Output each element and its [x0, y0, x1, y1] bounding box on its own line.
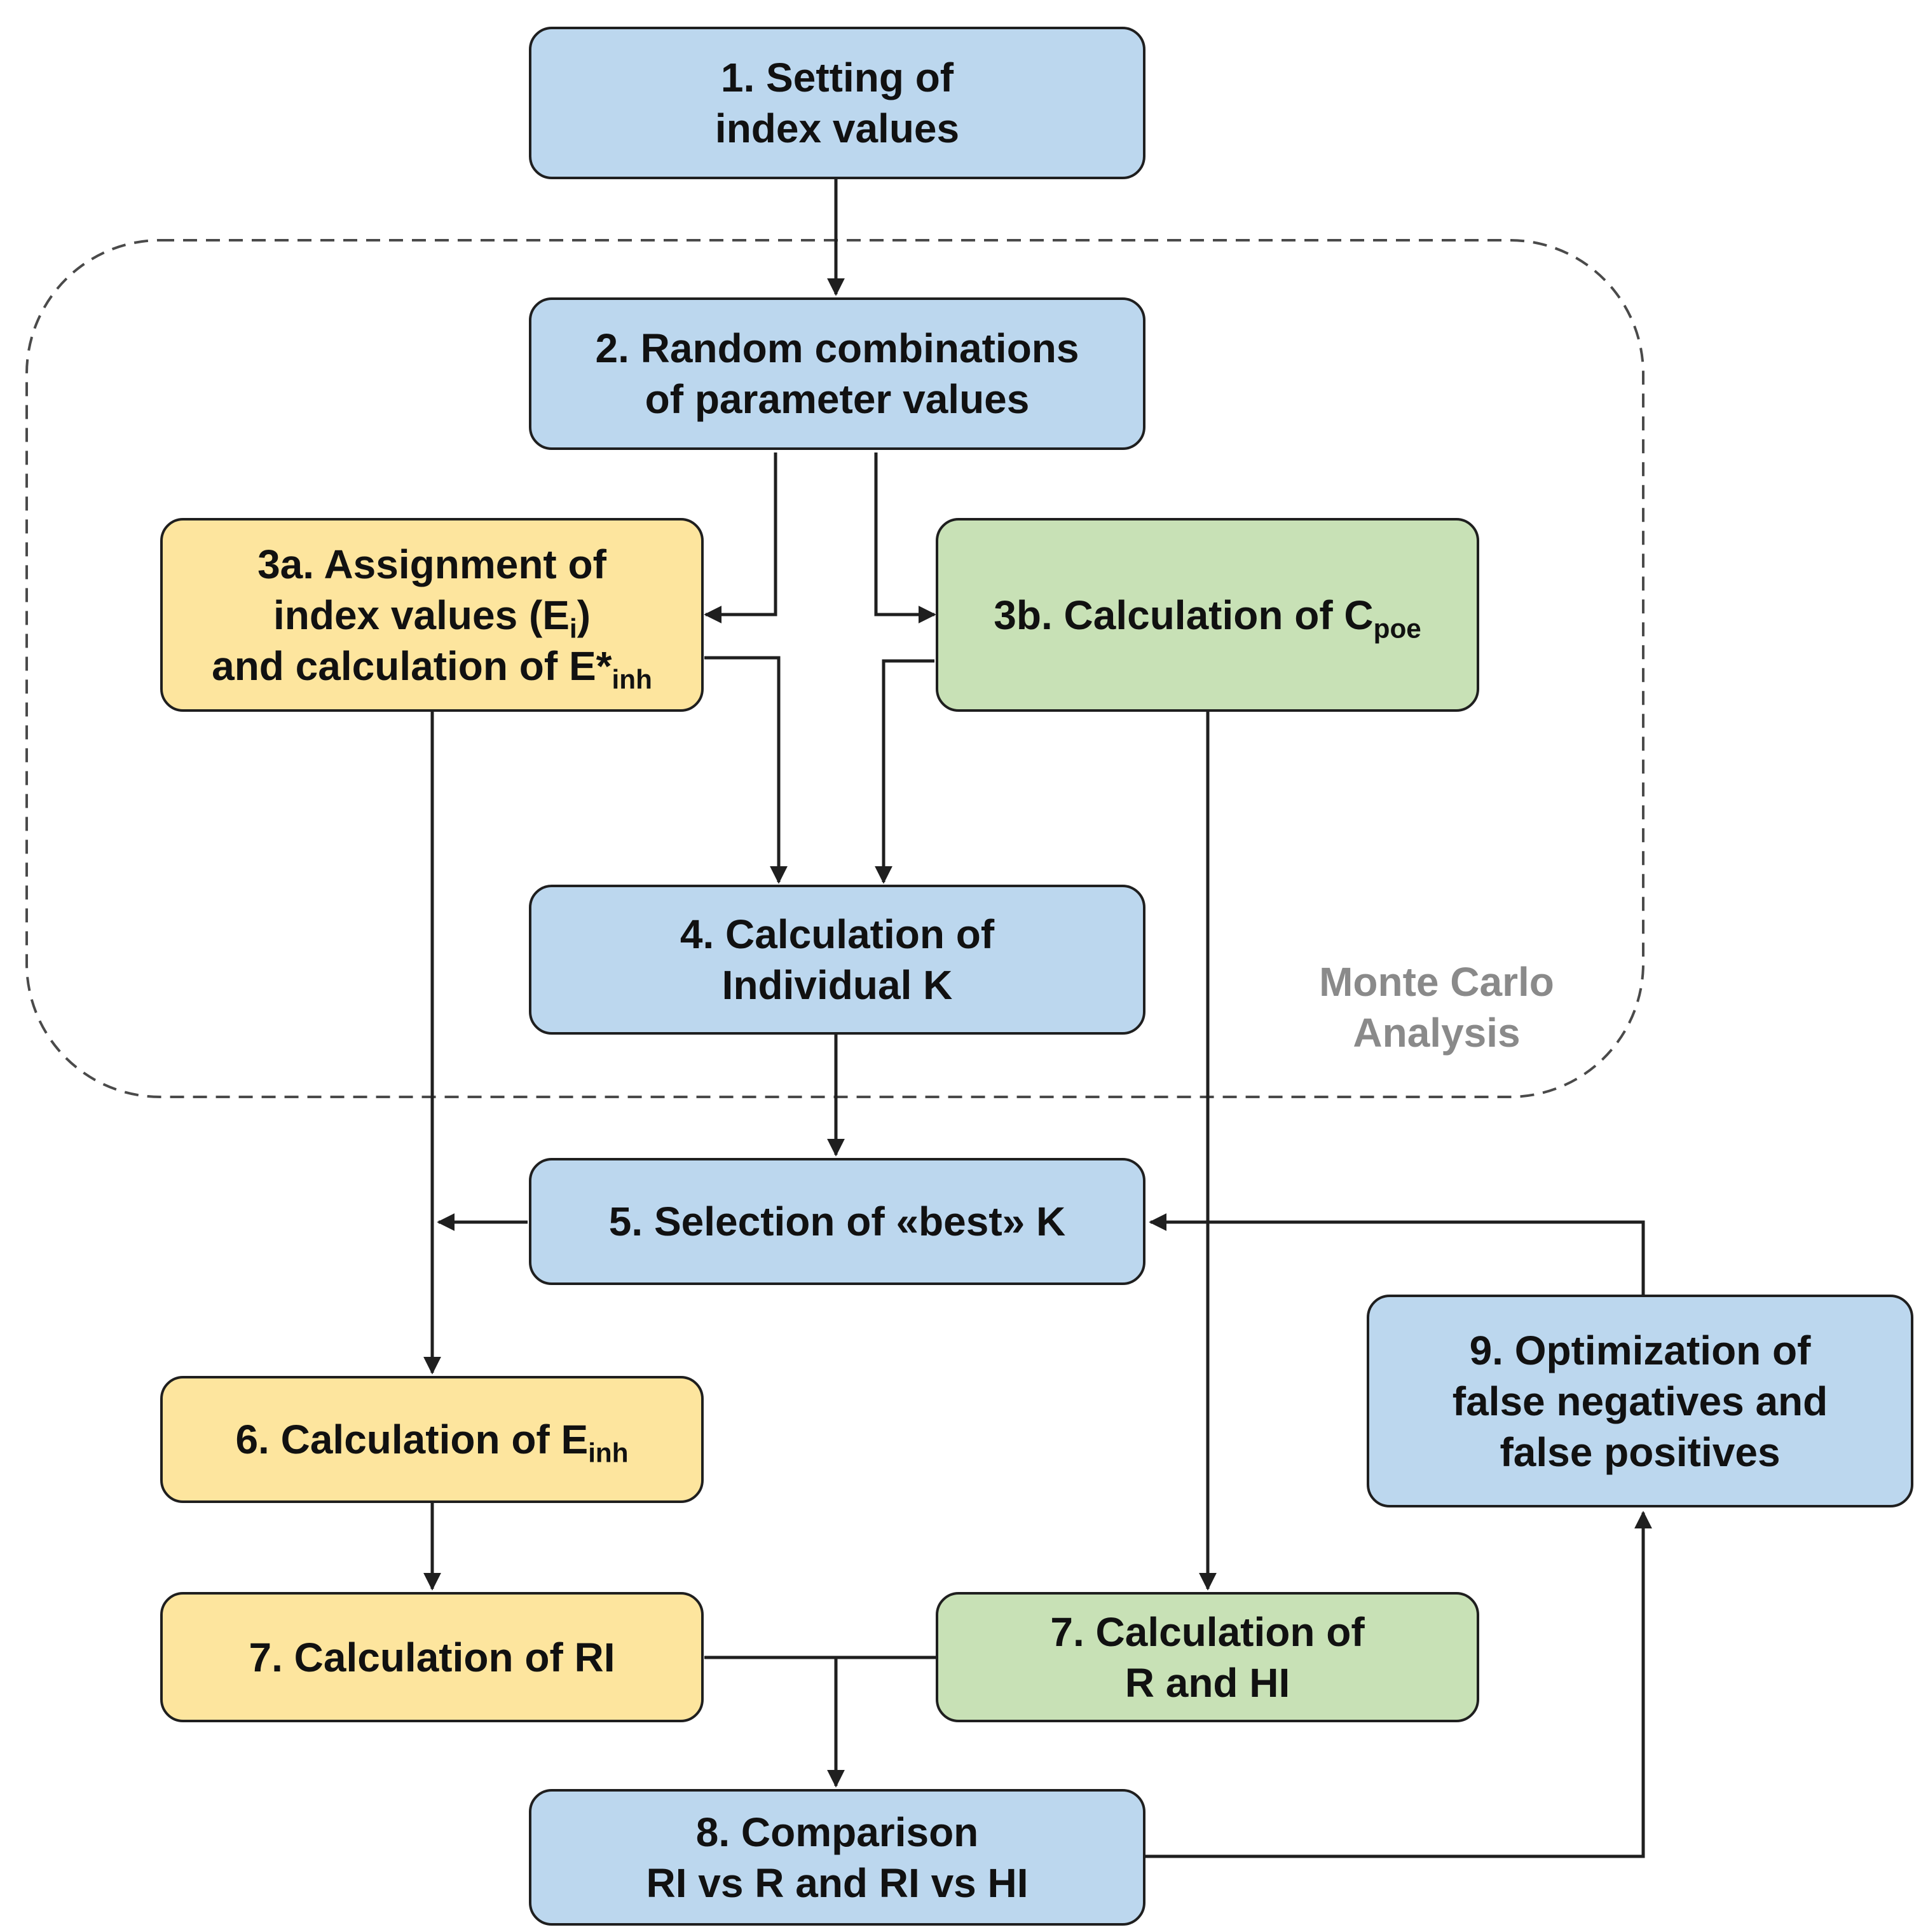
- box-4-line-1: 4. Calculation of: [680, 911, 995, 957]
- box-1-line-2: index values: [714, 105, 960, 151]
- box-3a-line-2-sub: i: [569, 613, 577, 644]
- box-3a-line-3-pre: and calculation of E*: [212, 643, 612, 689]
- box-6-text-pre: 6. Calculation of E: [235, 1417, 589, 1462]
- box-comparison: 8. Comparison RI vs R and RI vs HI: [529, 1789, 1145, 1926]
- box-3b-text-sub: poe: [1373, 613, 1421, 644]
- box-3a-line-2-post: ): [577, 592, 591, 638]
- arrow-3a-to-4: [704, 656, 788, 884]
- box-6-text: 6. Calculation of Einh: [235, 1414, 629, 1468]
- monte-carlo-label-line-1: Monte Carlo: [1319, 959, 1554, 1005]
- box-6-text-sub: inh: [588, 1438, 629, 1468]
- box-7-rhi-line-2: R and HI: [1125, 1659, 1290, 1706]
- box-calculation-ri: 7. Calculation of RI: [160, 1592, 704, 1722]
- box-setting-index-values: 1. Setting of index values: [529, 27, 1145, 179]
- box-2-line-2: of parameter values: [645, 376, 1030, 422]
- box-2-line-1: 2. Random combinations: [595, 325, 1079, 371]
- box-calculation-individual-k: 4. Calculation of Individual K: [529, 885, 1145, 1035]
- box-3a-line-3: and calculation of E*inh: [212, 641, 652, 695]
- box-9-line-1: 9. Optimization of: [1469, 1327, 1811, 1373]
- arrow-3b-to-4: [875, 659, 934, 884]
- box-3a-line-2: index values (Ei): [212, 590, 652, 644]
- box-7-ri-text: 7. Calculation of RI: [249, 1634, 615, 1680]
- box-4-line-2: Individual K: [721, 962, 953, 1008]
- box-8-line-1: 8. Comparison: [695, 1809, 979, 1855]
- box-3a-line-3-sub: inh: [612, 664, 652, 695]
- monte-carlo-label: Monte Carlo Analysis: [1297, 956, 1576, 1058]
- box-3a-line-1: 3a. Assignment of: [257, 541, 606, 587]
- box-calculation-cpoe: 3b. Calculation of Cpoe: [936, 518, 1479, 712]
- arrow-9-to-5: [1149, 1213, 1645, 1295]
- box-optimization: 9. Optimization of false negatives and f…: [1367, 1295, 1913, 1507]
- box-assignment-index-values: 3a. Assignment of index values (Ei) and …: [160, 518, 704, 712]
- box-9-line-2: false negatives and: [1452, 1378, 1828, 1424]
- box-selection-best-k: 5. Selection of «best» K: [529, 1158, 1145, 1285]
- box-8-line-2: RI vs R and RI vs HI: [646, 1860, 1029, 1906]
- monte-carlo-label-line-2: Analysis: [1353, 1010, 1521, 1056]
- box-3b-text: 3b. Calculation of Cpoe: [994, 590, 1421, 644]
- box-3a-line-2-pre: index values (E: [273, 592, 570, 638]
- box-random-combinations: 2. Random combinations of parameter valu…: [529, 297, 1145, 450]
- box-7-rhi-line-1: 7. Calculation of: [1050, 1609, 1365, 1655]
- box-calculation-r-hi: 7. Calculation of R and HI: [936, 1592, 1479, 1722]
- box-5-text: 5. Selection of «best» K: [608, 1199, 1066, 1244]
- box-1-line-1: 1. Setting of: [720, 55, 954, 100]
- box-calculation-einh: 6. Calculation of Einh: [160, 1376, 704, 1503]
- box-3b-text-pre: 3b. Calculation of C: [994, 592, 1374, 638]
- arrow-2-to-3a: [704, 452, 777, 623]
- arrow-8-to-9: [1144, 1511, 1652, 1858]
- box-9-line-3: false positives: [1500, 1429, 1781, 1475]
- arrow-2-to-3b: [874, 452, 936, 623]
